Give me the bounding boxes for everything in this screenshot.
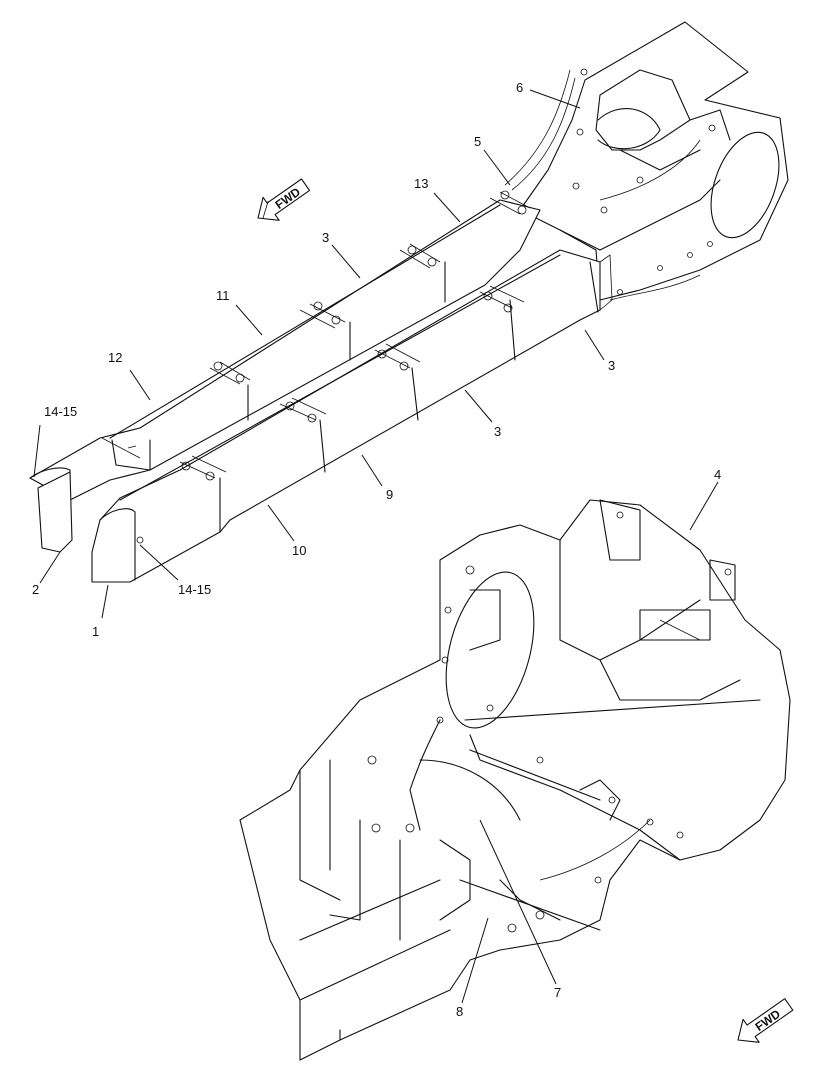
callout-6: 6 <box>516 80 523 95</box>
callout-4: 4 <box>714 467 721 482</box>
callout-14-15-right: 14-15 <box>178 582 211 597</box>
callout-10: 10 <box>292 543 306 558</box>
callout-3-right: 3 <box>608 358 615 373</box>
fwd-arrow-bottom: FWD <box>737 998 794 1043</box>
callout-5: 5 <box>474 134 481 149</box>
callout-7: 7 <box>554 985 561 1000</box>
callout-11: 11 <box>216 288 230 303</box>
callout-13: 13 <box>414 176 428 191</box>
callouts: 1 2 14-15 14-15 12 11 3 13 5 6 3 3 9 10 … <box>32 80 721 1019</box>
callout-14-15-left: 14-15 <box>44 404 77 419</box>
upper-rear-frame <box>504 21 789 301</box>
callout-2: 2 <box>32 582 39 597</box>
callout-1: 1 <box>92 624 99 639</box>
upper-guard-front <box>91 249 613 583</box>
callout-3-mid: 3 <box>494 424 501 439</box>
leader-lines <box>33 89 719 1004</box>
fwd-arrow-top: FWD <box>257 178 311 221</box>
callout-3-top: 3 <box>322 230 329 245</box>
callout-12: 12 <box>108 350 122 365</box>
callout-8: 8 <box>456 1004 463 1019</box>
lower-frame <box>239 499 791 1061</box>
callout-9: 9 <box>386 487 393 502</box>
upper-guard-rear <box>29 190 541 553</box>
